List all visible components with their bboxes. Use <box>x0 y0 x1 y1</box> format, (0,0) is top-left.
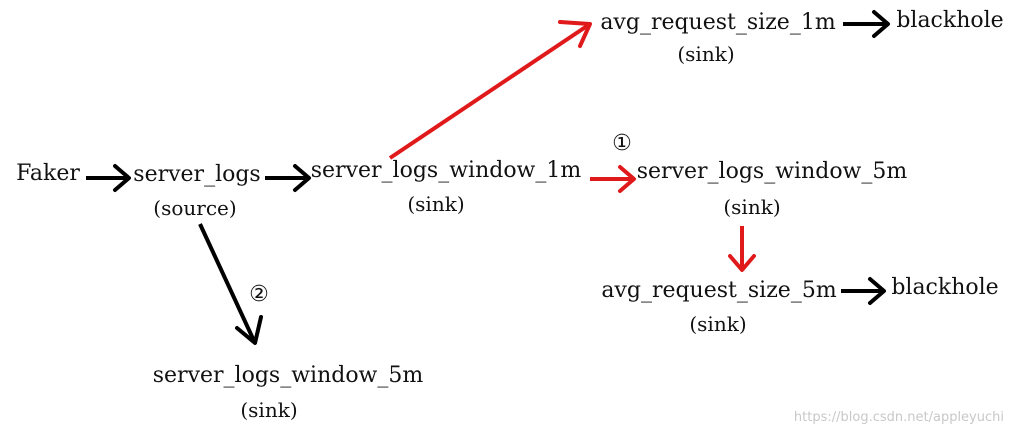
red-arrow-window-5m-to-avg-5m <box>728 226 756 272</box>
node-server-logs: server_logs <box>133 162 261 187</box>
node-avg-5m: avg_request_size_5m <box>601 278 837 303</box>
node-window-1m-role: (sink) <box>407 192 465 216</box>
node-avg-1m: avg_request_size_1m <box>600 10 836 35</box>
node-faker: Faker <box>16 161 80 186</box>
node-window-5m-bottom-role: (sink) <box>240 398 298 422</box>
node-window-5m-bottom: server_logs_window_5m <box>152 363 424 388</box>
node-window-5m-right: server_logs_window_5m <box>636 159 908 184</box>
node-avg-1m-role: (sink) <box>677 42 735 66</box>
watermark-text: https://blog.csdn.net/appleyuchi <box>793 410 1004 425</box>
node-blackhole-top: blackhole <box>896 8 1004 33</box>
arrow-server-logs-to-window-5m-bottom <box>198 223 263 345</box>
step-marker-two: ② <box>249 282 269 307</box>
step-marker-one: ① <box>612 131 632 156</box>
node-server-logs-role: (source) <box>153 196 237 220</box>
arrow-faker-to-server-logs <box>86 164 131 192</box>
red-arrow-window-1m-to-avg-1m <box>388 20 592 160</box>
red-arrow-window-1m-to-window-5m <box>590 165 636 193</box>
node-window-5m-right-role: (sink) <box>723 195 781 219</box>
arrow-avg-5m-to-blackhole <box>841 277 886 305</box>
node-blackhole-bottom: blackhole <box>891 275 999 300</box>
node-avg-5m-role: (sink) <box>689 312 747 336</box>
arrow-avg-1m-to-blackhole <box>843 10 890 38</box>
arrow-server-logs-to-window-1m <box>265 164 311 192</box>
node-window-1m: server_logs_window_1m <box>310 158 582 183</box>
